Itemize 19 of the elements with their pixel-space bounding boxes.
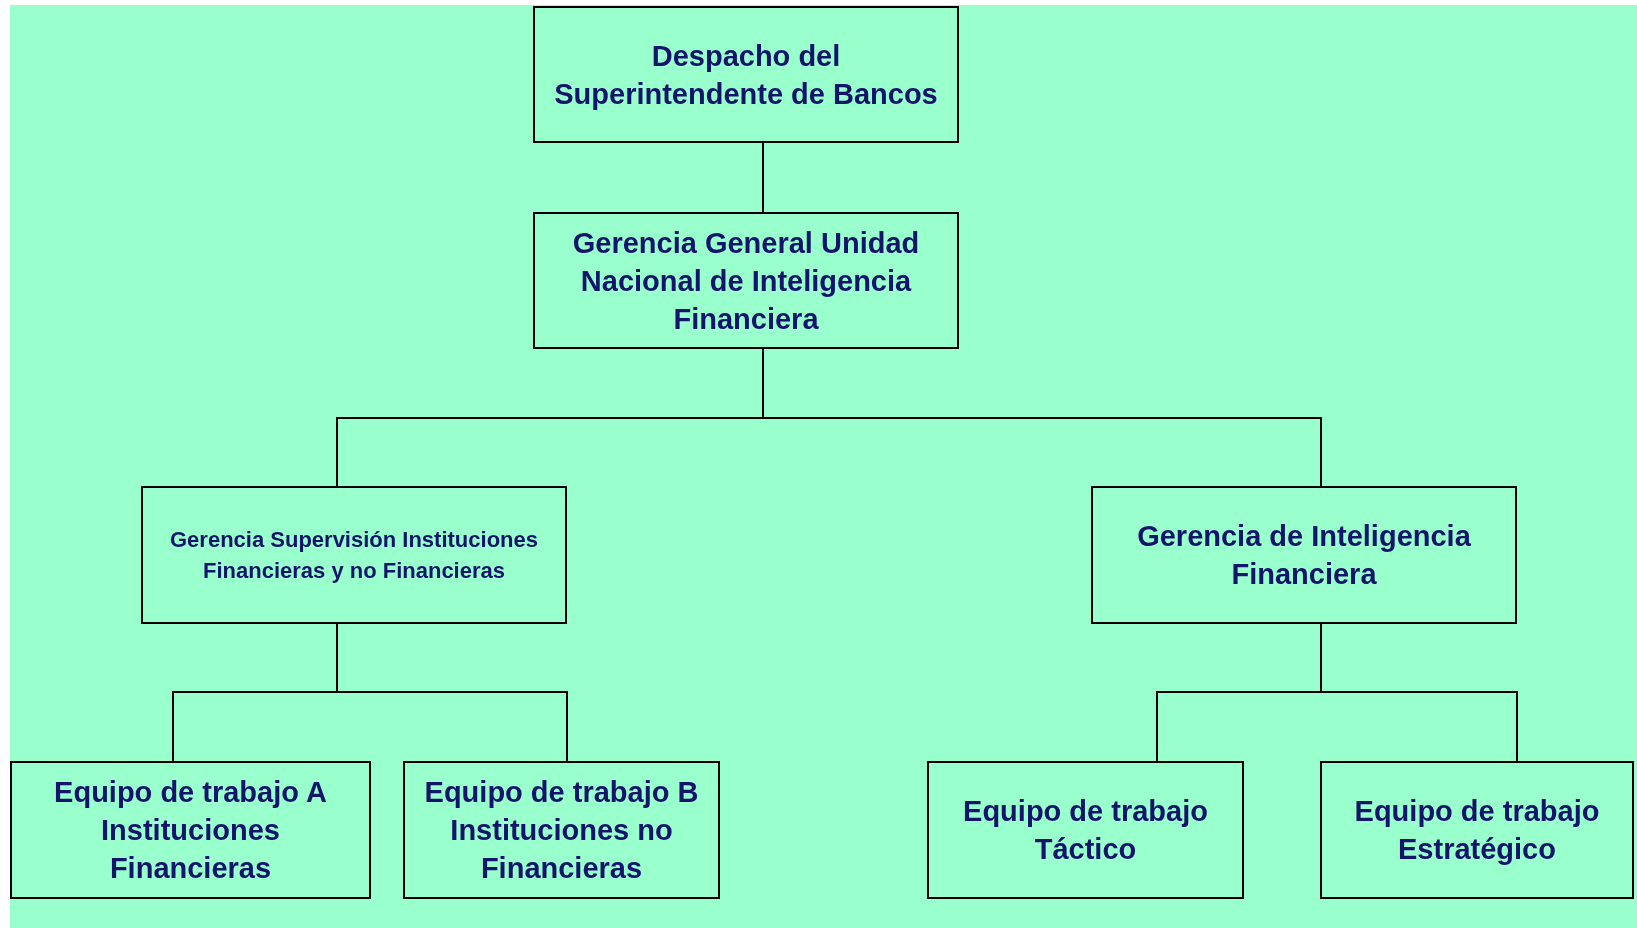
box-label: Equipo de trabajo Estratégico xyxy=(1353,794,1601,867)
org-box xyxy=(533,6,959,143)
box-label: Despacho del Superintendente de Bancos xyxy=(553,38,939,112)
connector-line xyxy=(762,142,764,213)
box-label: Gerencia Supervisión Instituciones Financieras y no Financieras xyxy=(169,526,539,585)
org-box xyxy=(10,761,371,899)
box-label: Gerencia de Inteligencia Financiera xyxy=(1136,519,1472,592)
org-box xyxy=(1091,486,1517,624)
box-label: Gerencia General Unidad Nacional de Inteligencia Financiera xyxy=(571,225,921,337)
box-label: Equipo de trabajo B Instituciones no Financieras xyxy=(423,775,700,886)
connector-line xyxy=(336,623,568,762)
box-label: Equipo de trabajo Táctico xyxy=(962,794,1209,867)
org-box xyxy=(403,761,720,899)
org-box xyxy=(927,761,1244,899)
org-box xyxy=(533,212,959,349)
connector-line xyxy=(1320,623,1518,762)
box-label: Equipo de trabajo A Instituciones Financieras xyxy=(53,775,328,886)
org-box xyxy=(1320,761,1634,899)
org-box xyxy=(141,486,567,624)
